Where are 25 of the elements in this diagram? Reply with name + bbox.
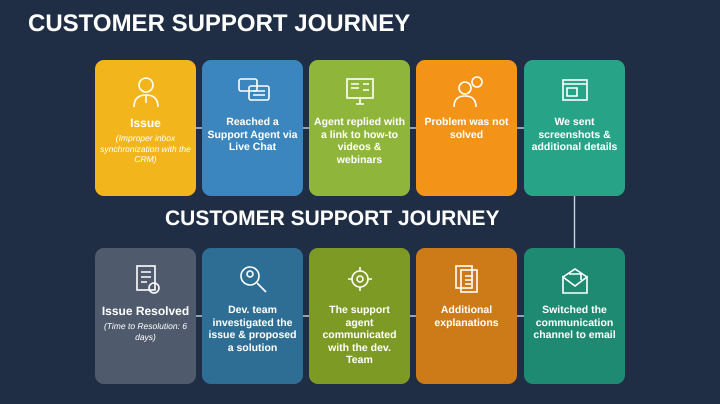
step-card	[524, 248, 625, 384]
step-card	[309, 60, 410, 196]
step-card	[202, 60, 303, 196]
step-text: Reached a Support Agent via Live Chat	[207, 116, 298, 154]
step-card	[416, 60, 517, 196]
step-card	[416, 248, 517, 384]
step-card	[524, 60, 625, 196]
step-text: Dev. team investigated the issue & proposed a solution	[207, 304, 298, 354]
connector-line	[574, 196, 576, 248]
step-text: Issue Resolved	[102, 304, 190, 318]
step-text: The support agent communicated with the dev. Team	[321, 304, 398, 367]
step-text: Issue	[130, 116, 161, 130]
step-note: (Time to Resolution: 6 days)	[102, 321, 188, 342]
step-text: Switched the communication channel to email	[532, 304, 617, 342]
step-card	[95, 248, 196, 384]
step-card	[95, 60, 196, 196]
section-heading: CUSTOMER SUPPORT JOURNEY	[165, 207, 500, 231]
step-text: Agent replied with a link to how-to videos & webinars	[314, 116, 405, 166]
title: CUSTOMER SUPPORT JOURNEY	[28, 10, 410, 38]
step-text: Additional explanations	[433, 304, 500, 330]
step-text: We sent screenshots & additional details	[530, 116, 618, 154]
step-note: (Improper inbox synchronization with the CRM)	[100, 133, 191, 164]
step-card	[202, 248, 303, 384]
step-text: Problem was not solved	[423, 116, 510, 142]
step-card	[309, 248, 410, 384]
